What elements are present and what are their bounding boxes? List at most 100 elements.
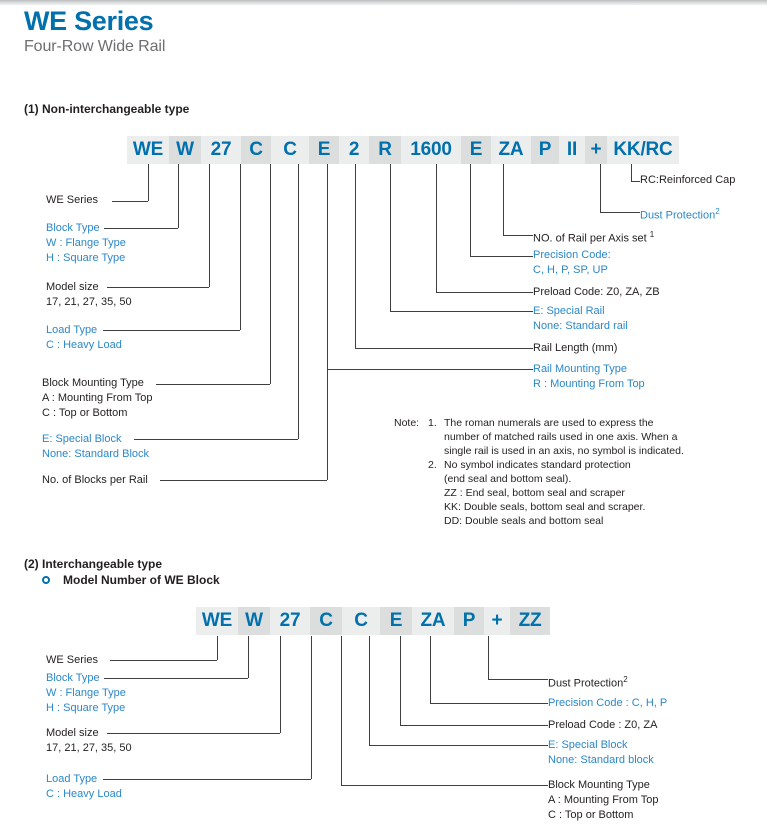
code-cell: WE (127, 136, 169, 164)
code-cell: ZA (491, 136, 531, 164)
callout-line: Block Type (46, 672, 100, 684)
leader-line (134, 439, 298, 440)
leader-line (327, 164, 328, 369)
leader-line (103, 330, 240, 331)
callout-label: Dust Protection2 (548, 672, 628, 692)
leader-line (217, 636, 218, 660)
callout-label: WE Series (46, 653, 98, 668)
note-number (428, 444, 444, 458)
note-number (428, 430, 444, 444)
callout-label: Rail Mounting Type R : Mounting From Top (533, 362, 645, 392)
code-cell: W (169, 136, 201, 164)
leader-line (600, 164, 601, 212)
callout-line: Block Type (46, 222, 100, 234)
callout-line: Load Type (46, 773, 98, 785)
leader-line (503, 164, 504, 235)
note-label (394, 514, 428, 528)
callout-line: Model size (46, 281, 99, 293)
code-cell: E (309, 136, 339, 164)
note-number (428, 472, 444, 486)
leader-line (104, 228, 178, 229)
note-line: DD: Double seals and bottom seal (394, 514, 684, 528)
callout-line: C : Top or Bottom (548, 809, 634, 821)
code-cell: ZZ (510, 607, 550, 635)
callout-line: Precision Code : C, H, P (548, 697, 668, 709)
callout-line: NO. of Rail per Axis set 1 (533, 230, 655, 245)
top-accent-bar (0, 0, 767, 5)
leader-line (390, 311, 533, 312)
callout-line: 17, 21, 27, 35, 50 (46, 296, 132, 308)
section1-heading: (1) Non-interchangeable type (24, 102, 190, 116)
leader-line (470, 164, 471, 256)
section1-note-block: Note:1.The roman numerals are used to ex… (394, 416, 684, 528)
callout-line: None: Standard Block (42, 448, 150, 460)
leader-line (156, 384, 270, 385)
code-cell: 27 (201, 136, 241, 164)
leader-line (104, 678, 248, 679)
note-label (394, 444, 428, 458)
callout-label: WE Series (46, 193, 98, 208)
code-cell: 1600 (401, 136, 461, 164)
ring-bullet-icon (42, 576, 50, 584)
callout-line: Precision Code: (533, 249, 611, 261)
leader-line (436, 292, 533, 293)
callout-line: None: Standard rail (533, 320, 628, 332)
callout-line: W : Flange Type (46, 687, 126, 699)
note-line: (end seal and bottom seal). (394, 472, 684, 486)
leader-line (390, 164, 391, 311)
page-subtitle: Four-Row Wide Rail (24, 38, 166, 55)
code-cell: C (271, 136, 309, 164)
callout-line: RC:Reinforced Cap (640, 174, 736, 186)
callout-line: C : Heavy Load (46, 339, 122, 351)
note-number: 2. (428, 459, 437, 471)
callout-line: Rail Mounting Type (533, 363, 627, 375)
callout-label: NO. of Rail per Axis set 1 (533, 227, 654, 247)
leader-line (103, 779, 311, 780)
leader-line (248, 636, 249, 678)
callout-line: 17, 21, 27, 35, 50 (46, 742, 132, 754)
callout-line: WE Series (46, 654, 98, 666)
note-label (394, 500, 428, 514)
note-label (394, 430, 428, 444)
note-line: Note:1.The roman numerals are used to ex… (394, 416, 684, 430)
callout-line: Rail Length (mm) (533, 342, 618, 354)
callout-line: H : Square Type (46, 702, 126, 714)
note-text: number of matched rails used in one axis… (444, 431, 678, 443)
callout-line: A : Mounting From Top (42, 392, 153, 404)
leader-line (355, 164, 356, 348)
leader-line (209, 164, 210, 287)
note-number (428, 514, 444, 528)
leader-line (270, 164, 271, 384)
callout-line: None: Standard block (548, 754, 654, 766)
code-cell: E (461, 136, 491, 164)
code-cell: 2 (339, 136, 369, 164)
leader-line (107, 287, 209, 288)
code-cell: W (238, 607, 270, 635)
note-text: No symbol indicates standard protection (444, 459, 631, 471)
leader-line (110, 660, 217, 661)
callout-label: No. of Blocks per Rail (42, 473, 148, 488)
leader-line (488, 636, 489, 679)
code-cell: II (559, 136, 585, 164)
callout-line: H : Square Type (46, 252, 126, 264)
note-text: KK: Double seals, bottom seal and scrape… (444, 501, 646, 513)
leader-line (160, 480, 327, 481)
code-cell: P (531, 136, 559, 164)
callout-line: R : Mounting From Top (533, 378, 645, 390)
callout-line: E: Special Block (42, 433, 122, 445)
leader-line (311, 636, 312, 779)
callout-label: Dust Protection2 (640, 204, 720, 224)
code-cell: R (369, 136, 401, 164)
note-text: DD: Double seals and bottom seal (444, 515, 604, 527)
leader-line (436, 164, 437, 292)
callout-line: No. of Blocks per Rail (42, 474, 148, 486)
leader-line (280, 636, 281, 733)
callout-label: RC:Reinforced Cap (640, 173, 735, 188)
leader-line (355, 348, 533, 349)
callout-line: C, H, P, SP, UP (533, 264, 608, 276)
